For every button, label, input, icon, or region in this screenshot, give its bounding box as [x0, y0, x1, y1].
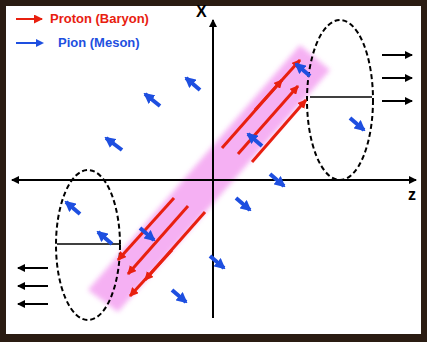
proton-legend-arrow [16, 18, 42, 20]
legend-text: Pion (Meson) [58, 36, 140, 50]
axis-label: z [408, 186, 416, 204]
pion-legend-head [36, 39, 44, 47]
axis-label: X [196, 3, 207, 21]
legend-text: Proton (Baryon) [50, 12, 149, 26]
